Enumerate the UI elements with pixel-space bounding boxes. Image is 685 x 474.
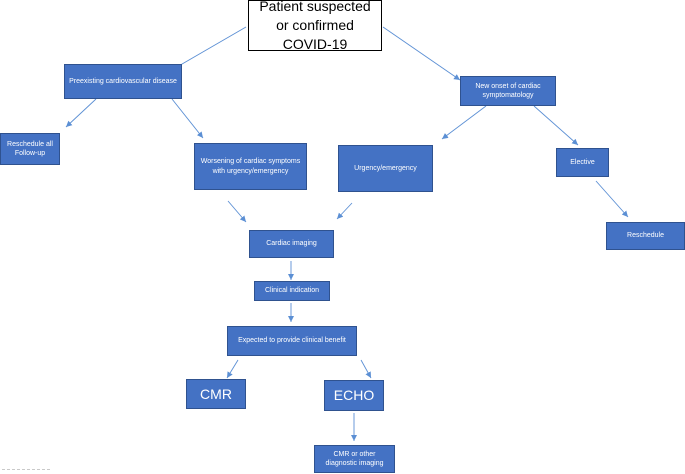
node-clinical-indication-label: Clinical indication <box>264 287 320 295</box>
node-reschedule-all-follow-up: Reschedule all Follow-up <box>0 133 60 165</box>
node-reschedule: Reschedule <box>606 222 685 250</box>
arrow-root-to-new-onset <box>382 26 461 81</box>
node-preexisting-label: Preexisting cardiovascular disease <box>69 77 177 85</box>
arrow-elective-to-reschedule <box>595 180 629 218</box>
arrow-worsening-to-cardiac-imaging <box>227 200 247 223</box>
node-new-onset-label: New onset of cardiac symptomatology <box>475 82 541 99</box>
node-cmr-other-label: CMR or other diagnostic imaging <box>325 450 384 467</box>
node-clinical-indication: Clinical indication <box>254 281 330 301</box>
node-new-onset-cardiac-symptomatology: New onset of cardiac symptomatology <box>460 76 556 106</box>
arrow-new-onset-to-urgency <box>441 105 487 140</box>
arrow-urgency-to-cardiac-imaging <box>336 202 353 220</box>
arrow-expected-benefit-to-cmr <box>226 359 239 379</box>
node-urgency-emergency: Urgency/emergency <box>338 145 433 192</box>
node-cardiac-imaging: Cardiac imaging <box>249 230 334 258</box>
arrow-new-onset-to-elective <box>533 105 579 146</box>
node-elective: Elective <box>556 148 609 177</box>
node-elective-label: Elective <box>570 158 595 166</box>
node-reschedule-all-label: Reschedule all Follow-up <box>7 140 53 157</box>
node-cardiac-imaging-label: Cardiac imaging <box>266 240 317 248</box>
node-patient-suspected: Patient suspected or confirmed COVID-19 <box>248 0 382 52</box>
node-cmr: CMR <box>186 379 246 409</box>
node-cmr-or-other-imaging: CMR or other diagnostic imaging <box>314 445 395 473</box>
node-cmr-label: CMR <box>200 385 232 402</box>
node-worsening-label: Worsening of cardiac symptoms with urgen… <box>200 158 301 175</box>
arrow-preexisting-to-worsening <box>171 98 204 139</box>
node-echo: ECHO <box>324 380 384 411</box>
node-expected-benefit-label: Expected to provide clinical benefit <box>238 337 346 345</box>
arrow-expected-benefit-to-echo <box>360 359 372 379</box>
decorative-dashes <box>2 469 50 472</box>
node-echo-label: ECHO <box>333 387 375 404</box>
arrow-root-to-preexisting <box>169 26 247 72</box>
arrow-preexisting-to-reschedule-all <box>65 98 97 128</box>
node-worsening-cardiac-symptoms: Worsening of cardiac symptoms with urgen… <box>194 143 307 190</box>
node-patient-suspected-label: Patient suspected or confirmed COVID-19 <box>259 0 371 52</box>
node-reschedule-label: Reschedule <box>627 232 664 240</box>
node-preexisting-cardiovascular-disease: Preexisting cardiovascular disease <box>64 64 182 99</box>
node-expected-clinical-benefit: Expected to provide clinical benefit <box>227 326 357 356</box>
node-urgency-label: Urgency/emergency <box>354 164 417 172</box>
